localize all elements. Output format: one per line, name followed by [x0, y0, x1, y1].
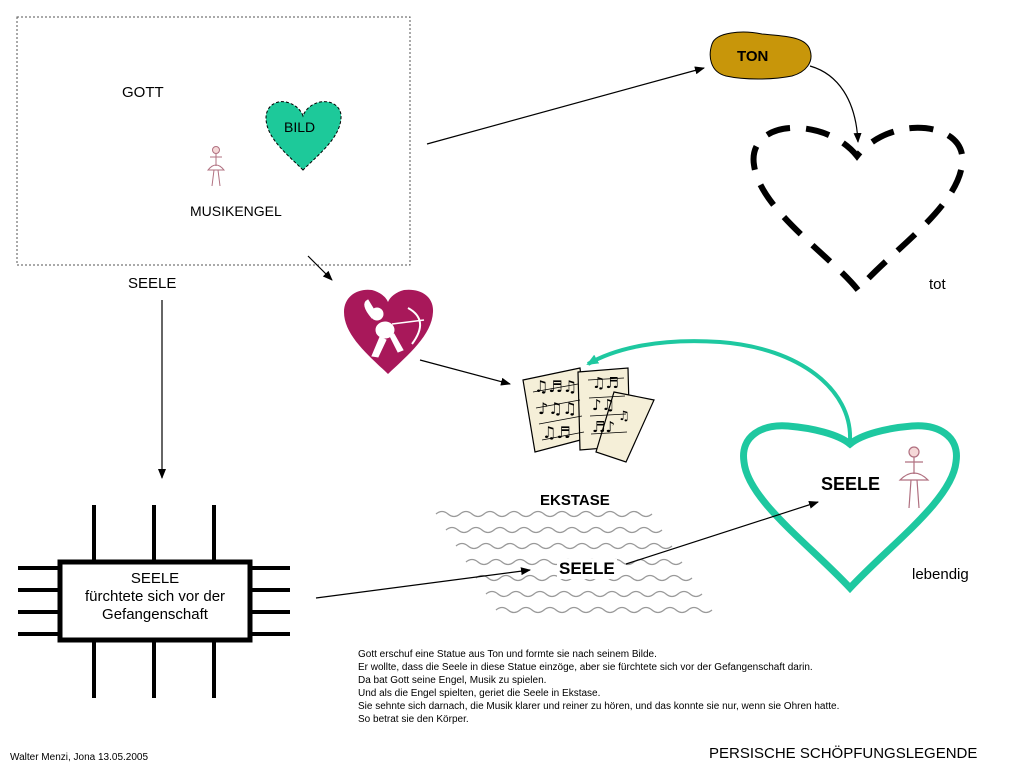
story-line: Da bat Gott seine Engel, Musik zu spiele… — [358, 675, 547, 686]
svg-text:♬♪: ♬♪ — [592, 418, 615, 436]
arrow-ton-to-heart — [809, 65, 862, 143]
label-seele-heart: SEELE — [821, 474, 881, 494]
label-seele-top: SEELE — [128, 275, 177, 292]
prison-line-1: SEELE — [130, 570, 180, 587]
story-line: Sie sehnte sich darnach, die Musik klare… — [358, 701, 840, 712]
prison-box — [57, 559, 253, 643]
label-tot: tot — [929, 276, 946, 293]
prison-text: SEELE fürchtete sich vor der Gefangensch… — [62, 570, 248, 624]
footer-title: PERSISCHE SCHÖPFUNGSLEGENDE — [709, 745, 978, 762]
footer-author: Walter Menzi, Jona 13.05.2005 — [10, 752, 149, 763]
label-gott: GOTT — [122, 84, 164, 101]
svg-text:♫♬: ♫♬ — [542, 423, 571, 442]
arrow-ecstasy-to-heart — [625, 500, 819, 565]
ton-blob — [709, 31, 812, 80]
ecstasy-waves — [435, 510, 713, 614]
story-line: Und als die Engel spielten, geriet die S… — [358, 688, 601, 699]
sheet-music-icon: ♫♬♫ ♪♫♫ ♫♬ ♫♬ ♪♫ ♬♪ ♫ — [522, 367, 655, 463]
label-ekstase: EKSTASE — [540, 492, 610, 509]
bild-heart — [265, 101, 342, 171]
label-musikengel: MUSIKENGEL — [190, 203, 282, 219]
label-seele-waves: SEELE — [557, 559, 617, 579]
story-text: Gott erschuf eine Statue aus Ton und for… — [358, 648, 839, 726]
prison-line-2: fürchtete sich vor der — [84, 588, 226, 605]
story-line: So betrat sie den Körper. — [358, 714, 469, 725]
god-box — [16, 16, 411, 266]
label-ton: TON — [737, 48, 769, 65]
ballerina-icon — [898, 446, 930, 509]
cupid-icon — [364, 299, 425, 358]
svg-text:♪♫: ♪♫ — [592, 396, 615, 414]
arrow-god-to-ton — [426, 66, 705, 145]
ballerina-icon — [206, 146, 226, 187]
arrow-cupid-to-music — [419, 359, 511, 386]
arrow-heart-to-music — [586, 339, 853, 441]
arrow-god-to-cupid — [307, 255, 333, 281]
svg-text:♪♫♫: ♪♫♫ — [538, 399, 577, 418]
svg-text:♫♬♫: ♫♬♫ — [534, 377, 577, 396]
prison-line-3: Gefangenschaft — [102, 606, 208, 623]
label-lebendig: lebendig — [912, 566, 969, 583]
svg-text:♫: ♫ — [618, 409, 630, 424]
story-line: Er wollte, dass die Seele in diese Statu… — [358, 662, 813, 673]
dead-heart — [750, 124, 966, 295]
arrow-prison-to-ecstasy — [315, 567, 531, 599]
label-bild: BILD — [284, 119, 316, 135]
story-line: Gott erschuf eine Statue aus Ton und for… — [358, 649, 657, 660]
prison-cage — [18, 505, 290, 698]
svg-text:♫♬: ♫♬ — [592, 374, 619, 392]
living-heart — [740, 422, 960, 594]
